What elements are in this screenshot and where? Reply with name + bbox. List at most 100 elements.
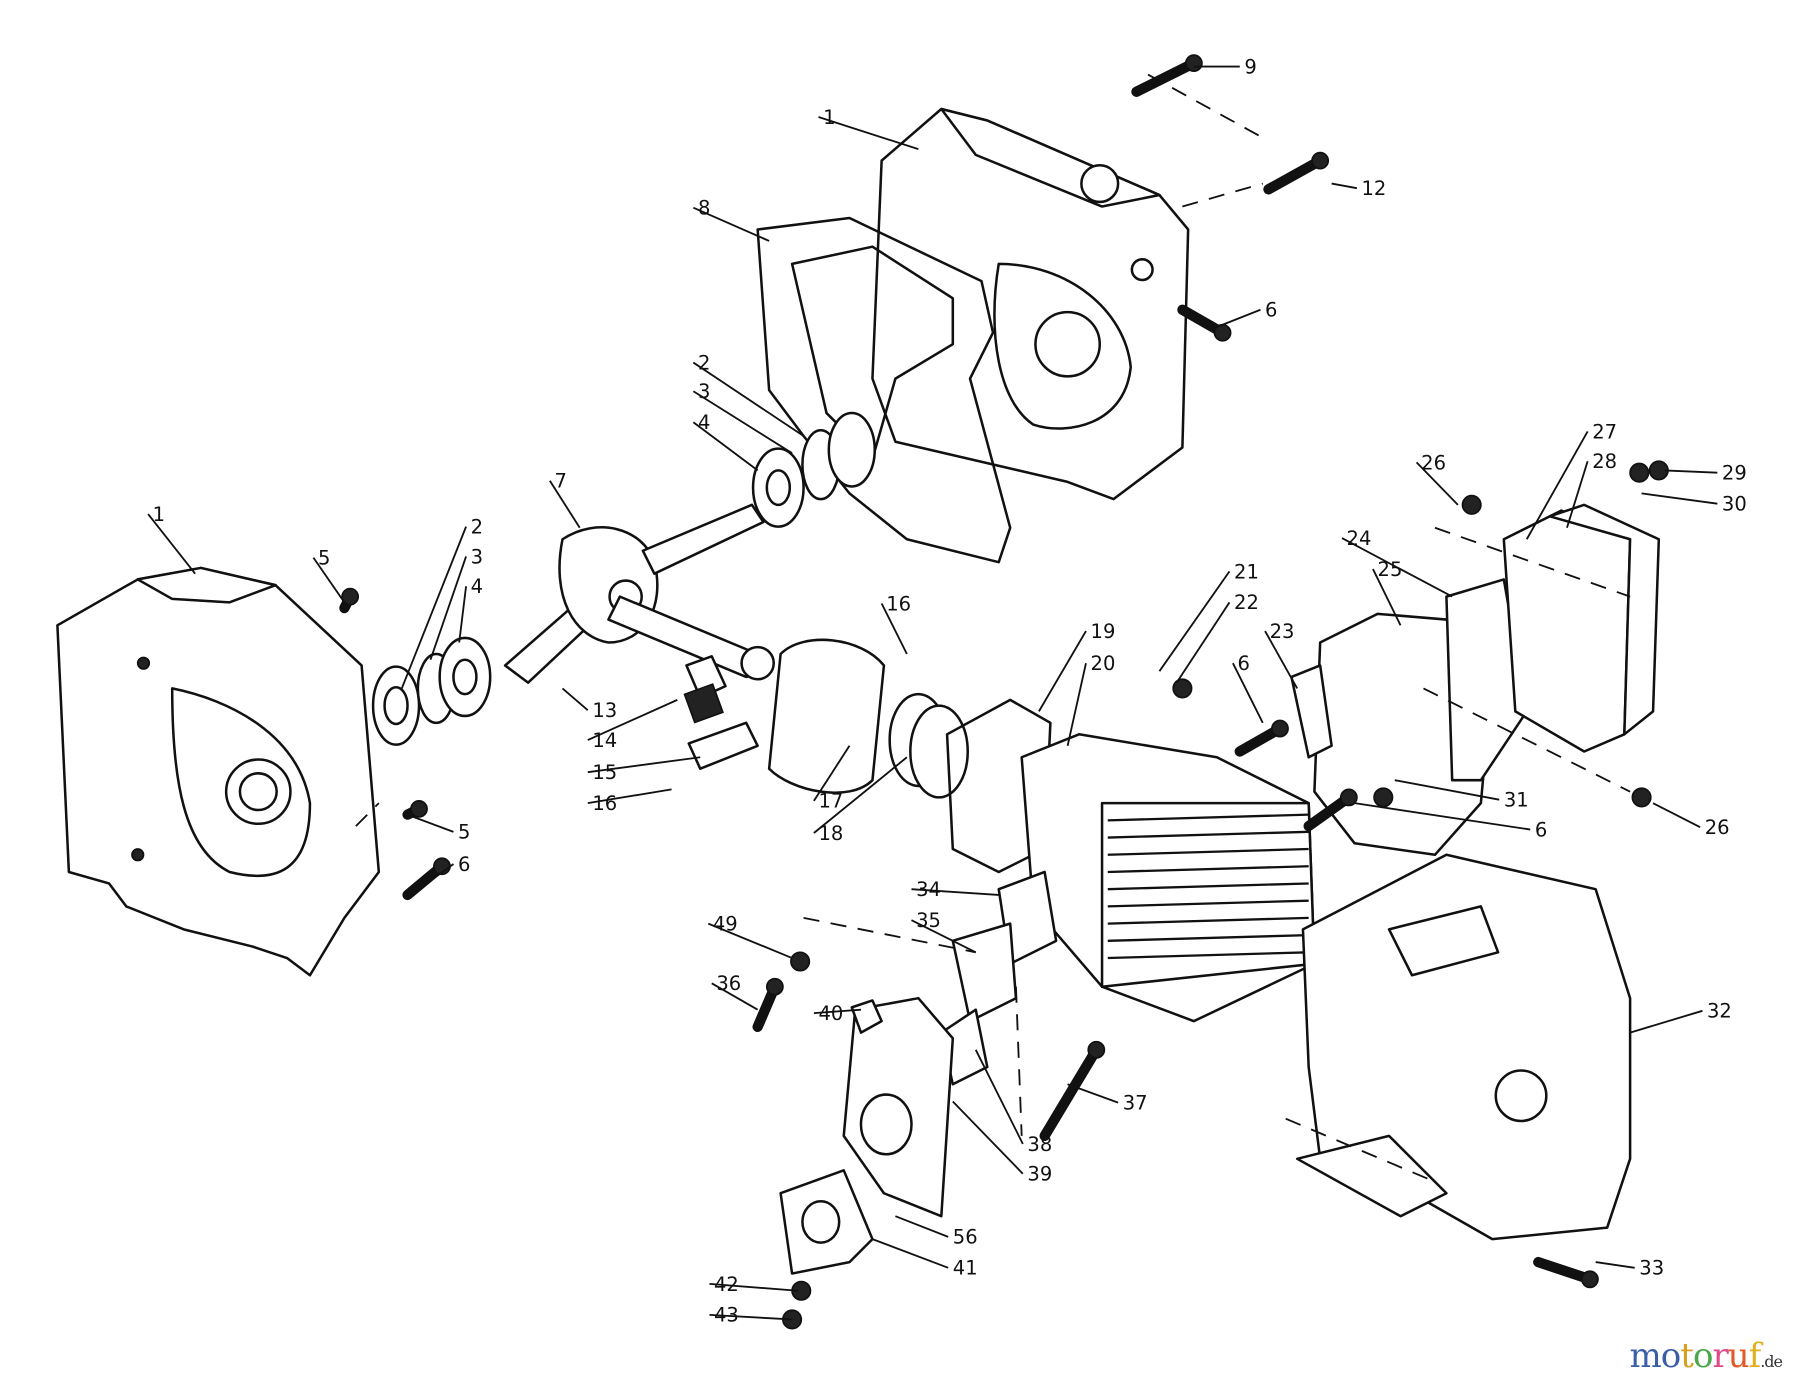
callout-6: 6 [1535,818,1547,841]
leader-line [1652,802,1701,829]
callout-16: 16 [592,792,617,815]
leader-line [872,1238,949,1269]
leader-line [911,919,977,954]
callout-19: 19 [1091,620,1116,643]
screw-head [1581,1270,1599,1289]
callout-4: 4 [698,411,710,434]
nut [1629,462,1650,483]
leader-line [709,1313,793,1321]
callout-26: 26 [1705,816,1730,839]
leader-line [312,557,346,603]
cooling-fin [1107,830,1309,839]
screw [1039,1044,1102,1142]
leader-line [587,788,672,805]
callout-5: 5 [458,821,470,844]
callout-15: 15 [592,761,617,784]
callout-27: 27 [1592,420,1617,443]
callout-21: 21 [1234,560,1259,583]
muffler [1290,503,1661,857]
callout-9: 9 [1244,55,1256,78]
callout-5: 5 [318,547,330,570]
callout-30: 30 [1722,493,1747,516]
bearings [371,411,877,746]
leader-line [1566,460,1589,529]
callout-1: 1 [153,503,165,526]
watermark-letter: f [1748,1336,1762,1376]
screw-head [1087,1040,1106,1059]
leader-line [549,480,581,529]
leader-line [911,888,999,896]
leader-line [147,513,196,575]
leader-line [1158,570,1231,672]
leader-line [1372,568,1402,626]
screw [1263,155,1326,195]
cooling-fin [1107,847,1309,856]
leader-line [1175,601,1231,684]
callout-2: 2 [471,516,483,539]
cooling-fin [1107,933,1309,942]
callout-7: 7 [554,470,566,493]
screw-head [1311,151,1330,170]
leader-line [813,745,851,802]
screw-head [765,977,784,996]
alignment-lines [355,73,1631,1183]
callout-37: 37 [1123,1091,1148,1114]
cooling-fin [1107,882,1309,891]
leader-line [429,556,467,661]
gasket [756,216,1012,564]
crankshaft [503,503,775,684]
carburetor [779,870,1058,1275]
callout-3: 3 [698,380,710,403]
screw [1533,1256,1596,1285]
callout-33: 33 [1639,1257,1664,1280]
callout-34: 34 [916,878,941,901]
watermark-logo: motoruf.de [1630,1336,1783,1376]
leader-line [1595,1261,1635,1269]
leader-line [952,1100,1024,1175]
leader-line [895,1215,949,1238]
leader-line [1232,662,1264,724]
leader-line [880,603,908,655]
leader-lines [147,65,1718,1321]
screw-head [1339,788,1358,807]
callout-14: 14 [592,729,617,752]
cooling-fin [1107,865,1309,874]
needle-bearing [683,683,724,724]
callout-25: 25 [1378,558,1403,581]
callout-1: 1 [823,106,835,129]
callout-42: 42 [714,1273,739,1296]
crankcase-left [56,566,381,977]
callout-35: 35 [916,909,941,932]
leader-line [561,687,589,711]
callout-13: 13 [592,699,617,722]
callout-36: 36 [716,972,741,995]
leader-line [1354,802,1531,831]
watermark-suffix: .de [1760,1352,1783,1371]
leader-line [1331,182,1358,190]
leader-line [587,699,678,741]
leader-line [818,116,919,151]
cooling-fin [1107,916,1309,925]
leader-line [1341,537,1453,598]
callout-23: 23 [1270,620,1295,643]
leader-line [692,361,805,437]
leader-line [1415,461,1459,506]
callout-28: 28 [1592,450,1617,473]
leader-line [1066,662,1087,746]
screw-head [1271,719,1289,738]
nut [790,951,811,972]
watermark-letter: r [1712,1336,1728,1376]
crankcase-right [871,107,1190,501]
callout-2: 2 [698,351,710,374]
callout-32: 32 [1707,1000,1732,1023]
callout-3: 3 [471,545,483,568]
leader-line [1264,630,1298,689]
callout-8: 8 [698,197,710,220]
screw-head [341,587,360,606]
nut [1461,494,1482,515]
leader-line [412,816,454,833]
callout-38: 38 [1027,1133,1052,1156]
leader-line [400,526,467,689]
